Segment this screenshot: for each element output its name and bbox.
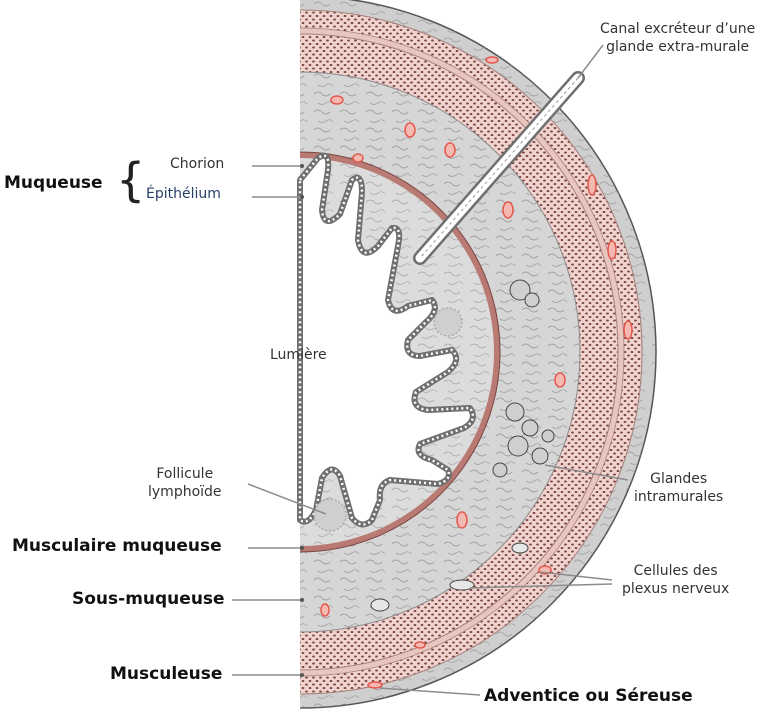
label-canal-line2: glande extra-murale <box>606 39 750 55</box>
intramural-glands <box>492 279 555 478</box>
label-sous-muqueuse: Sous-muqueuse <box>72 589 225 609</box>
nerve-plexus-cells <box>370 542 529 612</box>
label-epithelium: Épithélium <box>146 186 221 202</box>
label-canal-line1: Canal excréteur d’une <box>600 21 756 37</box>
label-musculaire-muqueuse: Musculaire muqueuse <box>12 536 222 556</box>
label-chorion: Chorion <box>170 156 225 172</box>
label-glandes: Glandes intramurales <box>634 470 723 506</box>
muqueuse-brace: { <box>116 153 146 207</box>
label-cellules-plexus: Cellules des plexus nerveux <box>622 562 729 598</box>
label-adventice: Adventice ou Séreuse <box>484 686 693 706</box>
label-cellules-line2: plexus nerveux <box>622 581 730 597</box>
lymphoid-follicle <box>313 498 347 532</box>
label-follicule: Follicule lymphoïde <box>148 465 222 501</box>
excretory-duct <box>413 71 585 265</box>
label-glandes-line2: intramurales <box>634 489 724 505</box>
leader-lines <box>232 44 629 696</box>
blood-vessels <box>320 56 633 689</box>
label-lumiere: Lumière <box>270 347 327 363</box>
label-follicule-line2: lymphoïde <box>148 484 222 500</box>
label-cellules-line1: Cellules des <box>633 563 718 579</box>
label-musculeuse: Musculeuse <box>110 664 223 684</box>
label-muqueuse: Muqueuse <box>4 173 103 193</box>
label-canal-excreteur: Canal excréteur d’une glande extra-mural… <box>600 20 755 56</box>
leader-dots <box>300 164 304 677</box>
label-follicule-line1: Follicule <box>156 466 214 482</box>
label-glandes-line1: Glandes <box>650 471 708 487</box>
